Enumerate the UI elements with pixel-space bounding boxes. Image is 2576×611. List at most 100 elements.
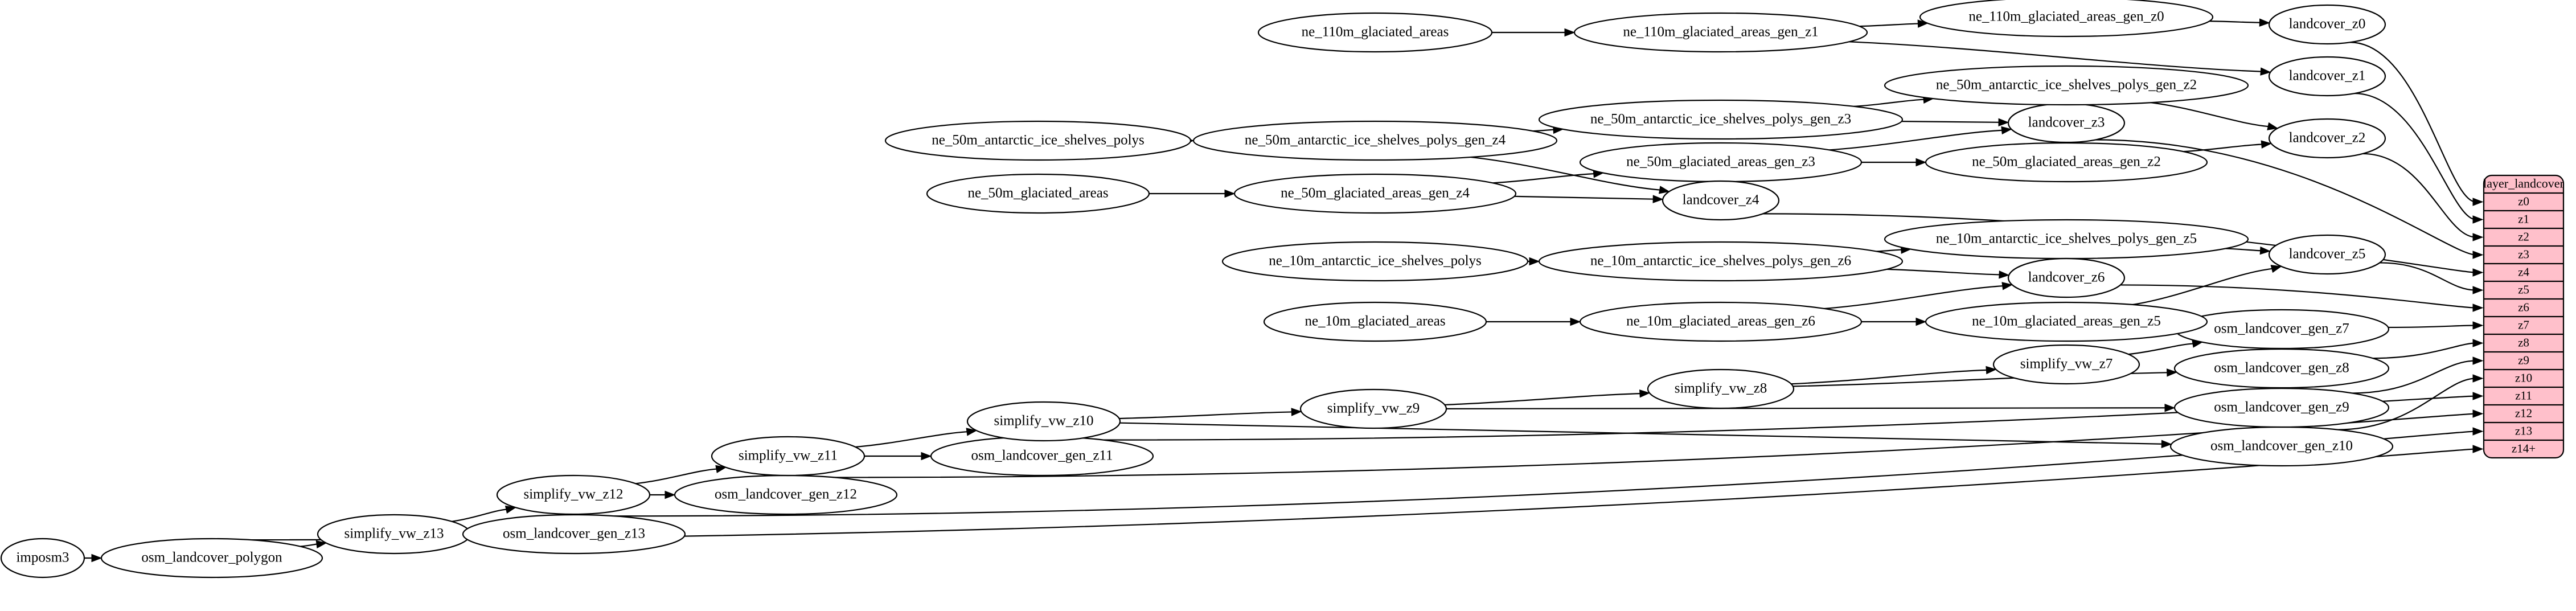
edge-arrowhead — [2164, 404, 2176, 412]
edge-landcover_z2-to-layer_landcover_z2 — [2362, 153, 2476, 238]
table-row-z4[interactable]: z4 — [2518, 265, 2529, 278]
node-imposm3[interactable]: imposm3 — [0, 538, 85, 579]
node-landcover_z6[interactable]: landcover_z6 — [2007, 257, 2126, 298]
node-ne_10m_glaciated_areas_gen_z5[interactable]: ne_10m_glaciated_areas_gen_z5 — [1925, 301, 2208, 342]
edge-ne_10m_glaciated_areas_gen_z5-to-landcover_z5 — [2132, 268, 2273, 306]
edge-arrowhead — [1915, 158, 1927, 167]
node-label: simplify_vw_z7 — [2020, 356, 2113, 372]
table-row-z14+[interactable]: z14+ — [2512, 441, 2536, 455]
node-ne_50m_antarctic_ice_shelves_polys_gen_z4[interactable]: ne_50m_antarctic_ice_shelves_polys_gen_z… — [1192, 120, 1558, 161]
table-row-z11[interactable]: z11 — [2515, 388, 2532, 402]
table-row-z7[interactable]: z7 — [2518, 318, 2529, 331]
edge-ne_50m_glaciated_areas_gen_z4-to-ne_50m_glaciated_areas_gen_z3 — [1492, 173, 1594, 184]
node-landcover_z2[interactable]: landcover_z2 — [2268, 118, 2386, 159]
edge-arrowhead — [2260, 67, 2271, 76]
edge-arrowhead — [1564, 28, 1576, 37]
node-label: simplify_vw_z13 — [344, 526, 444, 542]
node-shape — [1647, 368, 1795, 409]
node-shape — [1992, 344, 2140, 385]
node-ne_10m_glaciated_areas_gen_z6[interactable]: ne_10m_glaciated_areas_gen_z6 — [1579, 301, 1863, 342]
node-label: osm_landcover_gen_z9 — [2214, 400, 2349, 415]
node-shape — [0, 538, 85, 579]
table-row-z1[interactable]: z1 — [2518, 212, 2529, 225]
node-label: ne_110m_glaciated_areas — [1302, 24, 1449, 40]
edge-simplify_vw_z10-to-osm_landcover_gen_z10 — [1119, 422, 2163, 445]
node-ne_10m_antarctic_ice_shelves_polys[interactable]: ne_10m_antarctic_ice_shelves_polys — [1221, 241, 1529, 282]
edge-ne_50m_glaciated_areas_gen_z3-to-landcover_z3 — [1829, 129, 2003, 151]
node-label: ne_10m_glaciated_areas_gen_z6 — [1626, 314, 1815, 329]
table-row-z10[interactable]: z10 — [2515, 371, 2532, 384]
edge-ne_50m_antarctic_ice_shelves_polys_gen_z3-to-landcover_z3 — [1901, 121, 2000, 123]
node-simplify_vw_z11[interactable]: simplify_vw_z11 — [711, 436, 865, 477]
node-simplify_vw_z13[interactable]: simplify_vw_z13 — [317, 514, 471, 555]
edge-arrowhead — [2472, 427, 2484, 436]
edge-simplify_vw_z13-to-simplify_vw_z12 — [452, 509, 507, 522]
node-simplify_vw_z7[interactable]: simplify_vw_z7 — [1992, 344, 2140, 385]
node-label: ne_50m_antarctic_ice_shelves_polys_gen_z… — [1936, 77, 2197, 93]
table-row-z8[interactable]: z8 — [2518, 335, 2529, 349]
node-osm_landcover_gen_z13[interactable]: osm_landcover_gen_z13 — [462, 514, 686, 555]
edge-arrowhead — [2472, 409, 2484, 418]
node-ne_50m_glaciated_areas_gen_z3[interactable]: ne_50m_glaciated_areas_gen_z3 — [1579, 142, 1863, 183]
node-osm_landcover_polygon[interactable]: osm_landcover_polygon — [100, 538, 323, 579]
node-label: landcover_z4 — [1683, 192, 1759, 208]
edge-arrowhead — [921, 452, 932, 461]
edge-arrowhead — [1917, 19, 1929, 28]
node-shape — [496, 474, 651, 515]
node-simplify_vw_z8[interactable]: simplify_vw_z8 — [1647, 368, 1795, 409]
table-row-z3[interactable]: z3 — [2518, 247, 2529, 261]
node-label: osm_landcover_gen_z11 — [971, 448, 1113, 464]
node-simplify_vw_z10[interactable]: simplify_vw_z10 — [966, 401, 1121, 442]
node-landcover_z1[interactable]: landcover_z1 — [2268, 56, 2386, 97]
edge-ne_50m_antarctic_ice_shelves_polys_gen_z4-to-landcover_z4 — [1470, 156, 1660, 191]
node-simplify_vw_z12[interactable]: simplify_vw_z12 — [496, 474, 651, 515]
node-label: simplify_vw_z8 — [1675, 381, 1767, 396]
node-label: ne_110m_glaciated_areas_gen_z1 — [1623, 24, 1818, 40]
edge-arrowhead — [2001, 282, 2013, 290]
node-ne_110m_glaciated_areas[interactable]: ne_110m_glaciated_areas — [1257, 12, 1493, 53]
edge-arrowhead — [2472, 339, 2484, 347]
node-osm_landcover_gen_z11[interactable]: osm_landcover_gen_z11 — [930, 436, 1154, 477]
node-shape — [2268, 118, 2386, 159]
node-shape — [926, 173, 1150, 214]
edge-arrowhead — [1915, 317, 1927, 326]
node-ne_50m_glaciated_areas_gen_z2[interactable]: ne_50m_glaciated_areas_gen_z2 — [1925, 142, 2208, 183]
node-ne_50m_antarctic_ice_shelves_polys_gen_z2[interactable]: ne_50m_antarctic_ice_shelves_polys_gen_z… — [1884, 65, 2249, 106]
edge-arrowhead — [2472, 321, 2484, 330]
table-row-z5[interactable]: z5 — [2518, 282, 2529, 296]
node-label: ne_10m_glaciated_areas_gen_z5 — [1972, 314, 2161, 329]
table-row-z12[interactable]: z12 — [2515, 406, 2532, 420]
node-osm_landcover_gen_z10[interactable]: osm_landcover_gen_z10 — [2169, 426, 2394, 467]
edge-ne_50m_glaciated_areas_gen_z2-to-landcover_z2 — [2183, 143, 2262, 153]
table-row-z0[interactable]: z0 — [2518, 194, 2529, 208]
edge-arrowhead — [1658, 186, 1670, 194]
node-osm_landcover_gen_z12[interactable]: osm_landcover_gen_z12 — [674, 474, 898, 515]
node-ne_10m_antarctic_ice_shelves_polys_gen_z5[interactable]: ne_10m_antarctic_ice_shelves_polys_gen_z… — [1884, 219, 2249, 260]
node-landcover_z4[interactable]: landcover_z4 — [1662, 180, 1780, 221]
node-ne_10m_glaciated_areas[interactable]: ne_10m_glaciated_areas — [1263, 301, 1487, 342]
node-shape — [1925, 301, 2208, 342]
node-ne_110m_glaciated_areas_gen_z0[interactable]: ne_110m_glaciated_areas_gen_z0 — [1919, 0, 2214, 38]
table-row-z2[interactable]: z2 — [2518, 229, 2529, 243]
node-shape — [2007, 257, 2126, 298]
node-ne_50m_glaciated_areas_gen_z4[interactable]: ne_50m_glaciated_areas_gen_z4 — [1233, 173, 1517, 214]
edge-simplify_vw_z11-to-simplify_vw_z10 — [855, 431, 968, 448]
node-landcover_z3[interactable]: landcover_z3 — [2007, 102, 2126, 143]
node-ne_110m_glaciated_areas_gen_z1[interactable]: ne_110m_glaciated_areas_gen_z1 — [1573, 12, 1868, 53]
node-osm_landcover_gen_z9[interactable]: osm_landcover_gen_z9 — [2173, 387, 2390, 428]
node-landcover_z0[interactable]: landcover_z0 — [2268, 4, 2386, 45]
node-osm_landcover_gen_z7[interactable]: osm_landcover_gen_z7 — [2173, 309, 2390, 350]
node-ne_50m_antarctic_ice_shelves_polys_gen_z3[interactable]: ne_50m_antarctic_ice_shelves_polys_gen_z… — [1538, 99, 1904, 140]
node-ne_10m_antarctic_ice_shelves_polys_gen_z6[interactable]: ne_10m_antarctic_ice_shelves_polys_gen_z… — [1538, 241, 1904, 282]
table-row-z13[interactable]: z13 — [2515, 424, 2532, 437]
node-ne_50m_glaciated_areas[interactable]: ne_50m_glaciated_areas — [926, 173, 1150, 214]
node-simplify_vw_z9[interactable]: simplify_vw_z9 — [1299, 388, 1447, 429]
node-osm_landcover_gen_z8[interactable]: osm_landcover_gen_z8 — [2173, 348, 2390, 389]
table-row-z9[interactable]: z9 — [2518, 353, 2529, 367]
node-ne_50m_antarctic_ice_shelves_polys[interactable]: ne_50m_antarctic_ice_shelves_polys — [884, 120, 1192, 161]
node-shape — [884, 120, 1192, 161]
table-row-z6[interactable]: z6 — [2518, 300, 2529, 314]
edge-arrowhead — [1652, 195, 1664, 203]
node-landcover_z5[interactable]: landcover_z5 — [2268, 234, 2386, 275]
nodes-layer: imposm3 osm_landcover_polygon simplify_vw_… — [0, 0, 2394, 579]
